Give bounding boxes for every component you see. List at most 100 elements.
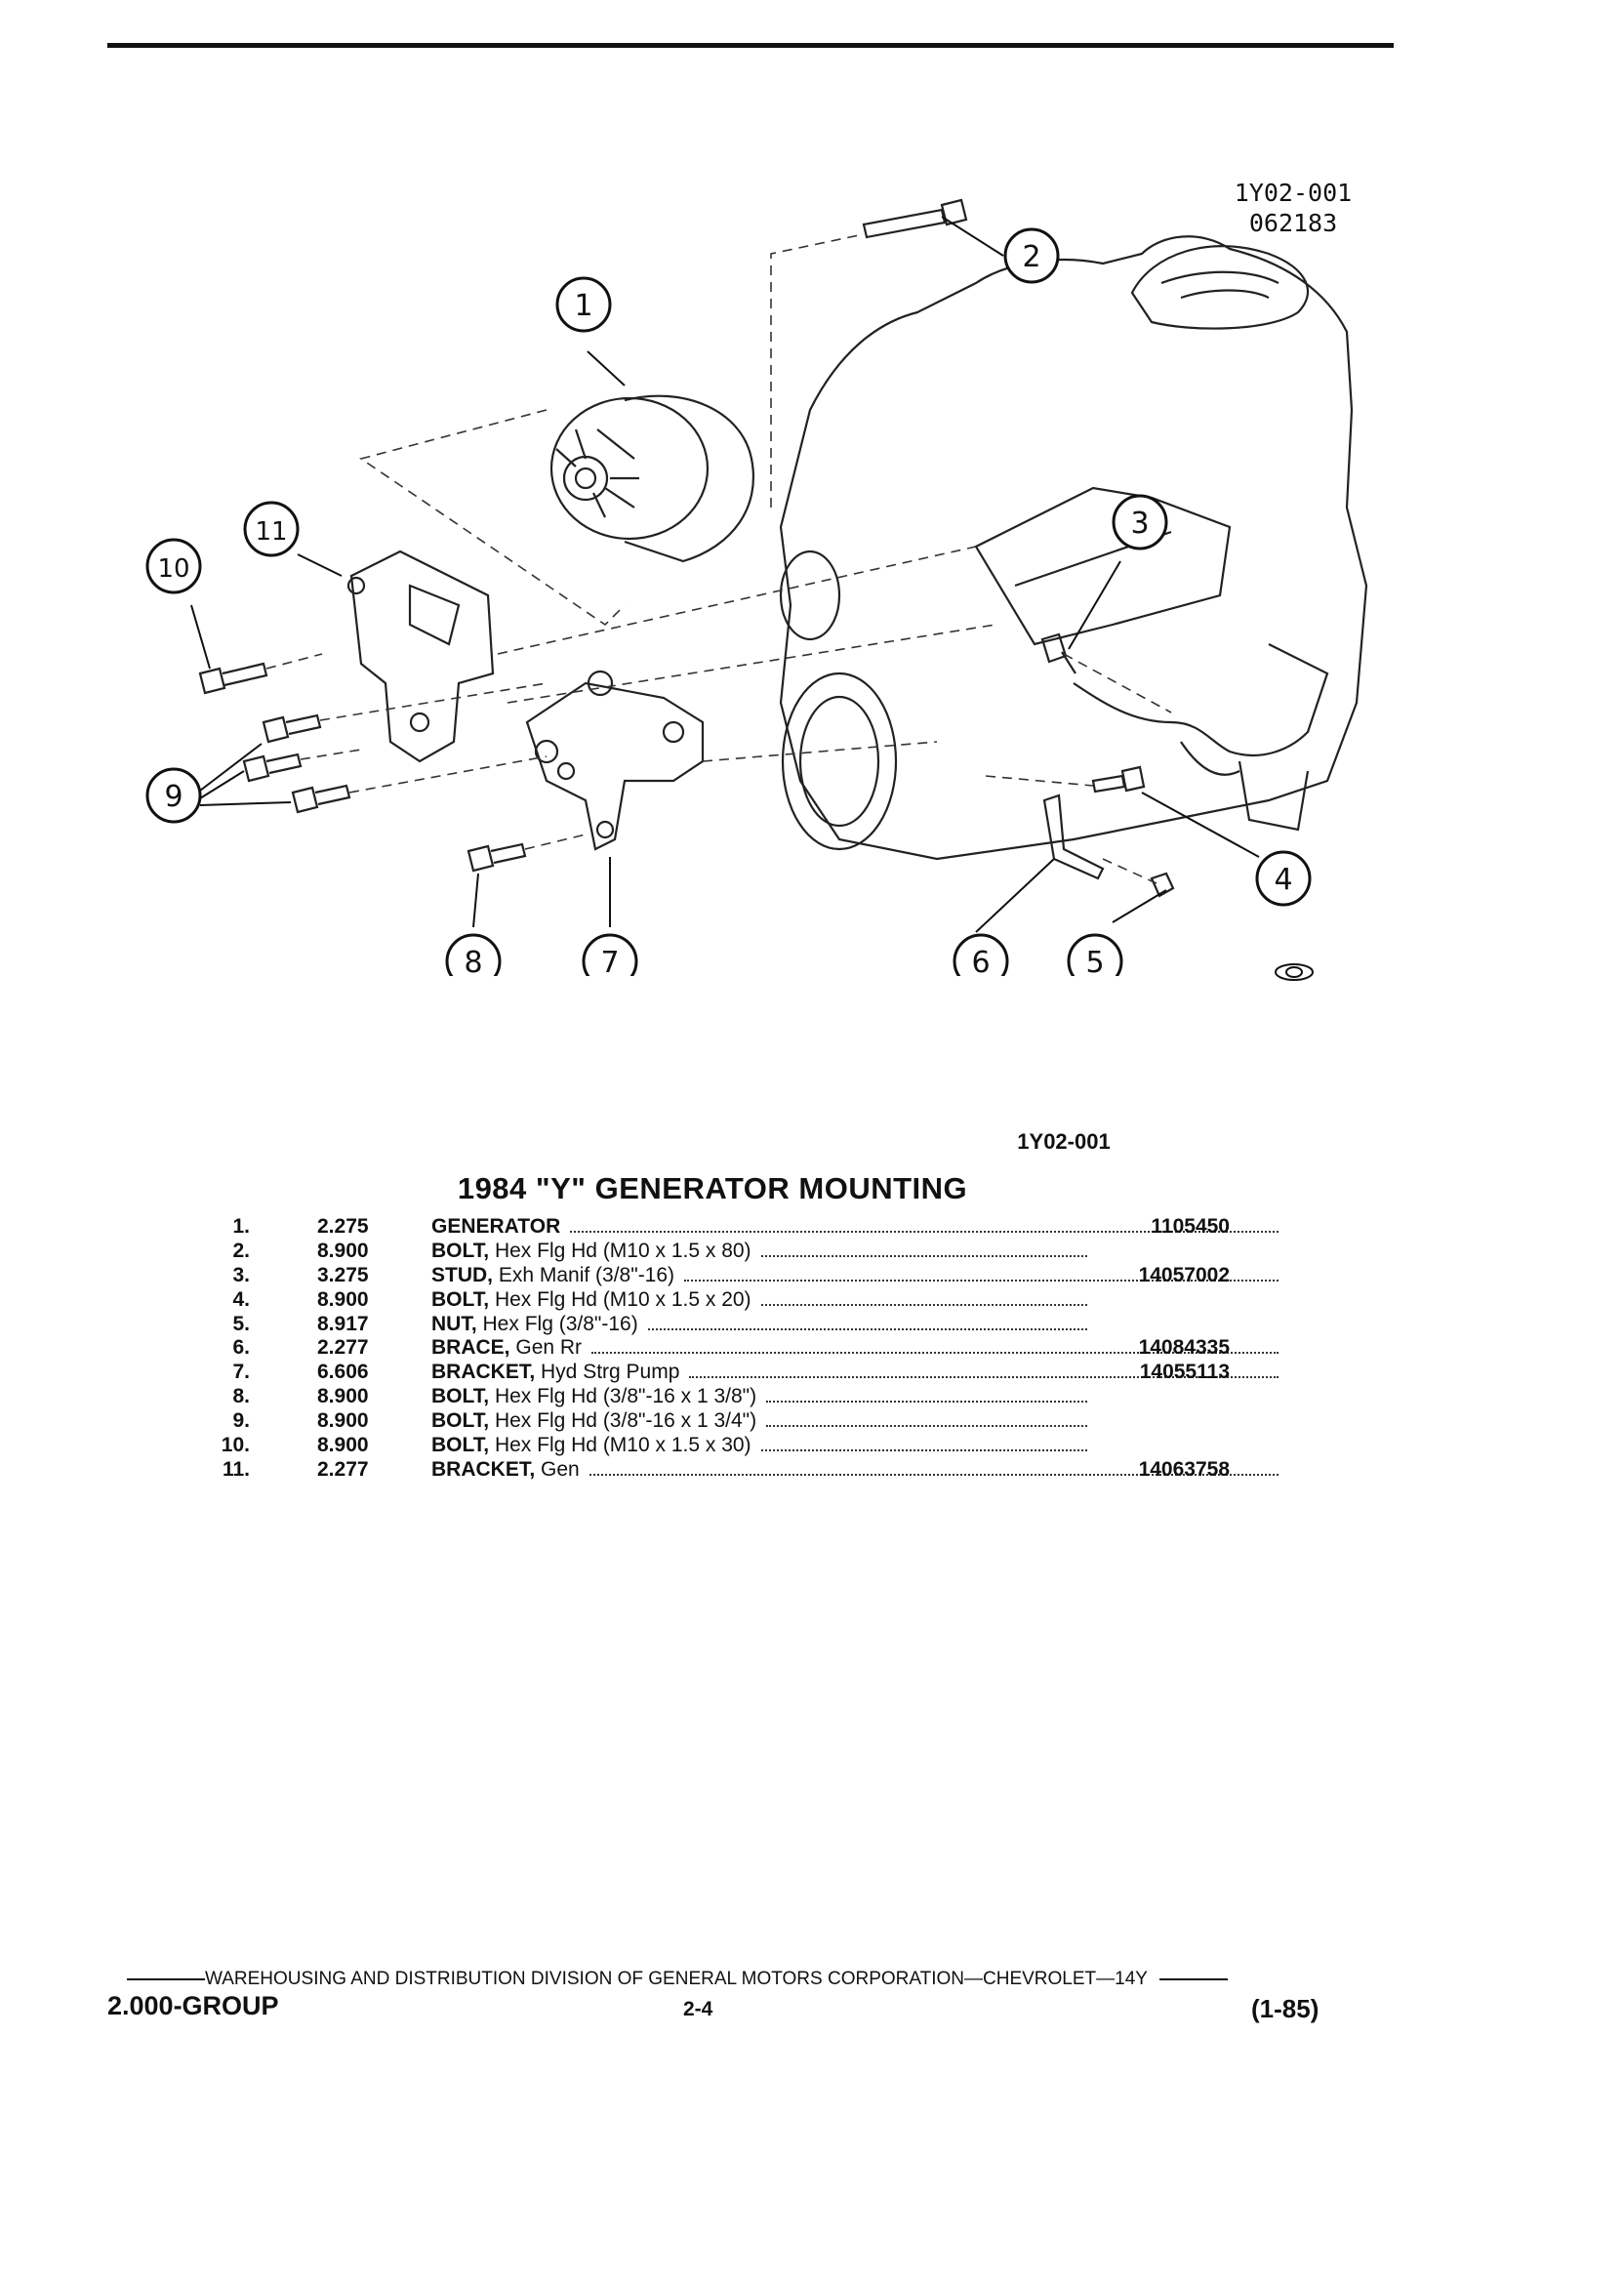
item-number: 10. bbox=[221, 1434, 250, 1457]
part-spec: Hyd Strg Pump bbox=[541, 1361, 680, 1384]
bolt-10 bbox=[198, 662, 268, 695]
part-name: STUD, bbox=[431, 1263, 493, 1286]
figure-code-line2: 062183 bbox=[1248, 209, 1338, 237]
dot-leader bbox=[760, 1449, 1087, 1452]
dot-leader bbox=[760, 1303, 1087, 1306]
callout-11 bbox=[243, 501, 300, 557]
callout-2-label: 2 bbox=[1022, 240, 1040, 274]
item-number: 9. bbox=[232, 1409, 250, 1433]
callout-11-label: 11 bbox=[255, 517, 287, 547]
callout-1 bbox=[555, 276, 612, 333]
generator-body bbox=[549, 396, 710, 541]
callout-6 bbox=[953, 933, 1009, 976]
generator-bracket bbox=[349, 550, 495, 763]
footer-division-line: WAREHOUSING AND DISTRIBUTION DIVISION OF… bbox=[127, 1969, 1347, 1990]
bolt-9b bbox=[242, 753, 303, 783]
part-number: 14057002 bbox=[1138, 1263, 1230, 1286]
callout-7-label: 7 bbox=[600, 946, 619, 976]
group-number: 8.900 bbox=[317, 1409, 369, 1433]
part-description: BOLT, Hex Flg Hd (3/8"-16 x 1 3/4") bbox=[431, 1409, 1097, 1434]
nut-5 bbox=[1150, 872, 1175, 898]
pump-bracket bbox=[525, 681, 705, 851]
dot-leader bbox=[684, 1279, 1279, 1282]
dot-leader bbox=[766, 1401, 1087, 1404]
top-rule bbox=[107, 43, 1394, 48]
group-number: 8.900 bbox=[317, 1434, 369, 1457]
part-description: BOLT, Hex Flg Hd (3/8"-16 x 1 3/8") bbox=[431, 1385, 1097, 1409]
group-number: 2.277 bbox=[317, 1336, 369, 1360]
engine-block bbox=[779, 235, 1368, 861]
item-number: 4. bbox=[232, 1287, 250, 1311]
part-number: 1105450 bbox=[1151, 1215, 1230, 1238]
footer-revision: (1-85) bbox=[1251, 1994, 1320, 2023]
callout-10-label: 10 bbox=[157, 554, 189, 584]
callout-2 bbox=[1003, 227, 1060, 284]
callout-5 bbox=[1067, 933, 1123, 976]
callout-8 bbox=[445, 933, 502, 976]
group-number: 3.275 bbox=[317, 1263, 369, 1286]
callout-4 bbox=[1255, 850, 1312, 907]
callouts bbox=[145, 227, 1312, 976]
dot-leader bbox=[591, 1352, 1279, 1355]
parts-row: 7. 6.606 BRACKET, Hyd Strg Pump 14055113 bbox=[195, 1361, 1279, 1385]
gm-logo-icon bbox=[1275, 963, 1314, 981]
item-number: 6. bbox=[232, 1336, 250, 1360]
item-number: 7. bbox=[232, 1361, 250, 1384]
part-description: BRACKET, Gen bbox=[431, 1458, 1288, 1483]
figure-code-line1: 1Y02-001 bbox=[1234, 179, 1353, 207]
part-description: GENERATOR bbox=[431, 1215, 1288, 1240]
bolt-8 bbox=[467, 842, 527, 873]
callout-9 bbox=[145, 767, 202, 824]
callout-6-label: 6 bbox=[971, 946, 990, 976]
part-description: BOLT, Hex Flg Hd (M10 x 1.5 x 80) bbox=[431, 1240, 1097, 1264]
part-description: BOLT, Hex Flg Hd (M10 x 1.5 x 20) bbox=[431, 1288, 1097, 1313]
group-number: 6.606 bbox=[317, 1361, 369, 1384]
part-name: BOLT, bbox=[431, 1239, 490, 1262]
part-spec: Gen bbox=[541, 1457, 580, 1481]
part-name: BOLT, bbox=[431, 1409, 490, 1433]
callout-5-label: 5 bbox=[1085, 946, 1104, 976]
part-name: NUT, bbox=[431, 1312, 477, 1335]
dot-leader bbox=[589, 1473, 1279, 1476]
figure-code: 1Y02-001 062183 bbox=[1210, 178, 1376, 238]
callout-4-label: 4 bbox=[1274, 863, 1292, 897]
parts-row: 10. 8.900 BOLT, Hex Flg Hd (M10 x 1.5 x 30… bbox=[195, 1434, 1249, 1458]
part-name: BRACE, bbox=[431, 1336, 510, 1360]
group-number: 8.900 bbox=[317, 1239, 369, 1262]
part-spec: Gen Rr bbox=[515, 1336, 583, 1360]
part-spec: Hex Flg Hd (M10 x 1.5 x 20) bbox=[494, 1287, 751, 1311]
part-description: BOLT, Hex Flg Hd (M10 x 1.5 x 30) bbox=[431, 1434, 1097, 1458]
figure-reference: 1Y02-001 bbox=[1017, 1129, 1111, 1154]
generator-mounting-illustration: 1 2 3 4 5 6 7 8 9 10 11 bbox=[145, 198, 1368, 976]
part-name: BRACKET, bbox=[431, 1361, 536, 1384]
part-number: 14063758 bbox=[1138, 1457, 1230, 1481]
part-spec: Hex Flg (3/8"-16) bbox=[482, 1312, 638, 1335]
part-number: 14084335 bbox=[1138, 1336, 1230, 1360]
part-description: BRACKET, Hyd Strg Pump bbox=[431, 1361, 1288, 1385]
part-spec: Hex Flg Hd (3/8"-16 x 1 3/4") bbox=[494, 1409, 757, 1433]
callout-10 bbox=[145, 538, 202, 594]
part-number: 14055113 bbox=[1139, 1361, 1230, 1384]
group-number: 2.277 bbox=[317, 1457, 369, 1481]
dot-leader bbox=[766, 1425, 1087, 1428]
parts-row: 2. 8.900 BOLT, Hex Flg Hd (M10 x 1.5 x 80) bbox=[195, 1240, 1249, 1264]
callout-8-label: 8 bbox=[464, 946, 482, 976]
item-number: 2. bbox=[232, 1239, 250, 1262]
group-number: 2.275 bbox=[317, 1215, 369, 1238]
footer-group: 2.000-GROUP bbox=[107, 1991, 279, 2020]
parts-row: 9. 8.900 BOLT, Hex Flg Hd (3/8"-16 x 1 3/4… bbox=[195, 1409, 1249, 1434]
parts-row: 6. 2.277 BRACE, Gen Rr 14084335 bbox=[195, 1336, 1279, 1361]
part-name: BOLT, bbox=[431, 1385, 490, 1408]
dot-leader bbox=[647, 1327, 1087, 1330]
callout-3-label: 3 bbox=[1130, 507, 1149, 541]
callout-1-label: 1 bbox=[574, 289, 592, 323]
item-number: 11. bbox=[222, 1457, 250, 1481]
bolt-2 bbox=[862, 198, 968, 239]
page-title: 1984 "Y" GENERATOR MOUNTING bbox=[457, 1171, 968, 1205]
dot-leader bbox=[570, 1231, 1279, 1233]
